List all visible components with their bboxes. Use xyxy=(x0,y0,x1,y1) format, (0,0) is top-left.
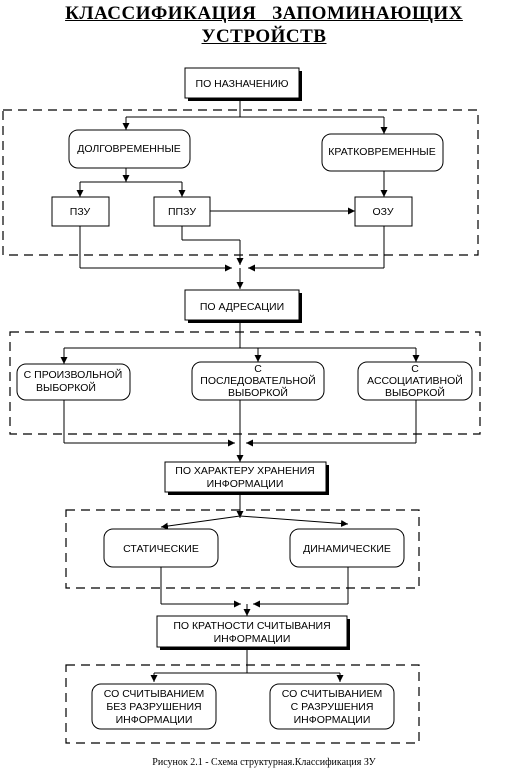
node-by-read-count-label-1: ПО КРАТНОСТИ СЧИТЫВАНИЯ xyxy=(173,620,330,632)
node-sequential-access-label-3: ВЫБОРКОЙ xyxy=(228,386,288,399)
node-long-term: ДОЛГОВРЕМЕННЫЕ xyxy=(68,129,191,169)
node-associative-access-label-1: С xyxy=(411,363,419,375)
node-destructive-label-3: ИНФОРМАЦИИ xyxy=(294,714,371,726)
node-by-read-count-label-2: ИНФОРМАЦИИ xyxy=(214,633,291,645)
title-line-1: КЛАССИФИКАЦИЯ ЗАПОМИНАЮЩИХ xyxy=(65,3,463,24)
node-non-destructive-label-1: СО СЧИТЫВАНИЕМ xyxy=(104,688,204,700)
node-associative-access-label-3: ВЫБОРКОЙ xyxy=(385,386,445,399)
node-associative-access-label-2: АССОЦИАТИВНОЙ xyxy=(367,374,463,387)
node-non-destructive: СО СЧИТЫВАНИЕМ БЕЗ РАЗРУШЕНИЯ ИНФОРМАЦИИ xyxy=(91,683,217,730)
group-frame-storage xyxy=(65,509,420,589)
node-by-read-count: ПО КРАТНОСТИ СЧИТЫВАНИЯ ИНФОРМАЦИИ xyxy=(156,615,350,650)
node-by-addressing-label: ПО АДРЕСАЦИИ xyxy=(200,301,284,313)
node-destructive-label-1: СО СЧИТЫВАНИЕМ xyxy=(282,688,382,700)
diagram-title: КЛАССИФИКАЦИЯ ЗАПОМИНАЮЩИХ УСТРОЙСТВ xyxy=(0,2,528,48)
node-non-destructive-label-2: БЕЗ РАЗРУШЕНИЯ xyxy=(106,701,201,713)
node-destructive: СО СЧИТЫВАНИЕМ С РАЗРУШЕНИЯ ИНФОРМАЦИИ xyxy=(269,683,395,730)
node-pzu: ПЗУ xyxy=(51,196,110,227)
node-pzu-label: ПЗУ xyxy=(70,206,91,218)
node-random-access: С ПРОИЗВОЛЬНОЙ ВЫБОРКОЙ xyxy=(16,363,131,401)
node-random-access-label-1: С ПРОИЗВОЛЬНОЙ xyxy=(24,368,123,381)
node-by-storage-label-1: ПО ХАРАКТЕРУ ХРАНЕНИЯ xyxy=(175,465,314,477)
node-short-term-label: КРАТКОВРЕМЕННЫЕ xyxy=(328,146,435,158)
node-random-access-label-2: ВЫБОРКОЙ xyxy=(36,381,96,394)
node-associative-access: С АССОЦИАТИВНОЙ ВЫБОРКОЙ xyxy=(357,361,473,401)
node-ppzu-label: ППЗУ xyxy=(168,206,196,218)
node-dynamic-label: ДИНАМИЧЕСКИЕ xyxy=(303,543,391,555)
node-sequential-access-label-1: С xyxy=(254,363,262,375)
node-ppzu: ППЗУ xyxy=(153,196,211,227)
node-static-label: СТАТИЧЕСКИЕ xyxy=(123,543,199,555)
node-by-storage-label-2: ИНФОРМАЦИИ xyxy=(207,478,284,490)
node-static: СТАТИЧЕСКИЕ xyxy=(103,528,219,568)
node-destructive-label-2: С РАЗРУШЕНИЯ xyxy=(291,701,374,713)
node-by-storage: ПО ХАРАКТЕРУ ХРАНЕНИЯ ИНФОРМАЦИИ xyxy=(164,461,329,495)
node-ozu: ОЗУ xyxy=(354,196,413,227)
node-by-purpose-label: ПО НАЗНАЧЕНИЮ xyxy=(196,78,289,90)
node-sequential-access: С ПОСЛЕДОВАТЕЛЬНОЙ ВЫБОРКОЙ xyxy=(191,361,325,401)
node-sequential-access-label-2: ПОСЛЕДОВАТЕЛЬНОЙ xyxy=(200,374,315,387)
node-ozu-label: ОЗУ xyxy=(372,206,393,218)
node-long-term-label: ДОЛГОВРЕМЕННЫЕ xyxy=(77,143,181,155)
node-dynamic: ДИНАМИЧЕСКИЕ xyxy=(289,528,405,568)
node-non-destructive-label-3: ИНФОРМАЦИИ xyxy=(116,714,193,726)
title-line-2: УСТРОЙСТВ xyxy=(201,26,327,47)
figure-caption: Рисунок 2.1 - Схема структурная.Классифи… xyxy=(152,757,376,768)
node-short-term: КРАТКОВРЕМЕННЫЕ xyxy=(321,133,444,172)
group-frame-read-count xyxy=(65,664,420,744)
node-by-purpose: ПО НАЗНАЧЕНИЮ xyxy=(184,67,302,101)
node-by-addressing: ПО АДРЕСАЦИИ xyxy=(184,289,302,323)
